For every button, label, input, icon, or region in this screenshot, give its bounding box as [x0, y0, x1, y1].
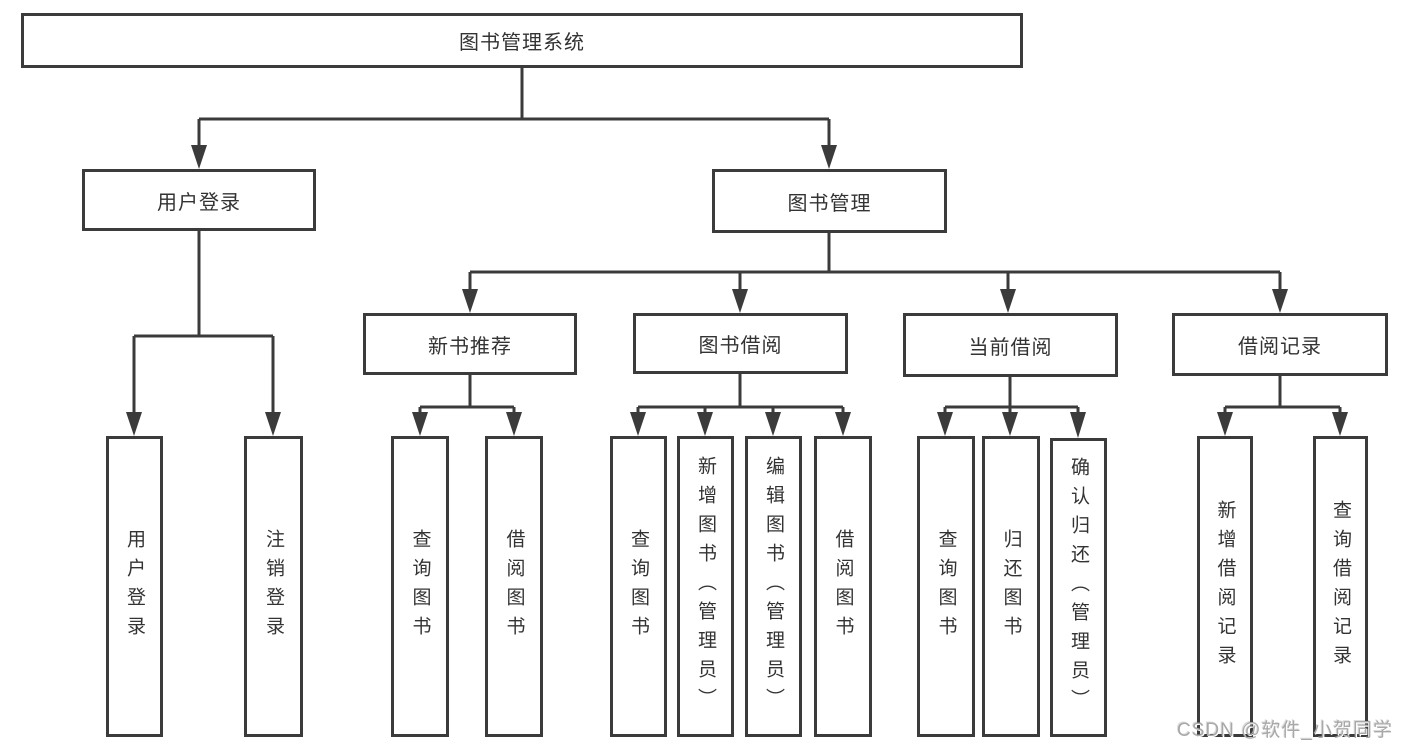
arrowhead	[1217, 412, 1233, 436]
arrowhead	[1332, 412, 1348, 436]
arrowhead	[732, 289, 748, 313]
arrowhead	[697, 412, 713, 436]
leaf-edit-books-admin: 编辑图书（管理员）	[745, 436, 802, 737]
node-user-login: 用户登录	[82, 169, 316, 231]
connector-borrow-children	[636, 374, 845, 414]
connector-newbook-children	[418, 375, 516, 414]
node-book-borrowing: 图书借阅	[633, 313, 848, 374]
arrowhead	[1272, 289, 1288, 313]
leaf-user-login: 用户登录	[106, 436, 163, 737]
node-borrow-records: 借阅记录	[1172, 313, 1388, 376]
arrowhead	[765, 412, 781, 436]
node-book-management: 图书管理	[712, 169, 947, 233]
arrowhead	[506, 412, 522, 436]
leaf-query-borrow-record: 查询借阅记录	[1313, 436, 1368, 737]
arrowhead	[412, 412, 428, 436]
leaf-query-books-3: 查询图书	[917, 436, 975, 737]
connector-records-children	[1223, 376, 1342, 414]
arrowhead	[630, 412, 646, 436]
leaf-add-borrow-record: 新增借阅记录	[1197, 436, 1253, 737]
arrowhead	[265, 412, 281, 436]
arrowhead	[126, 412, 142, 436]
node-root: 图书管理系统	[21, 13, 1023, 68]
connector-current-children	[943, 377, 1080, 414]
arrowhead	[1002, 412, 1018, 436]
leaf-return-books: 归还图书	[982, 436, 1040, 737]
leaf-query-books-2: 查询图书	[610, 436, 667, 737]
arrowhead	[937, 412, 953, 436]
connector-userlogin-children	[132, 231, 275, 414]
leaf-add-books-admin: 新增图书（管理员）	[677, 436, 734, 737]
node-new-book-recommend: 新书推荐	[363, 313, 577, 375]
leaf-query-books-1: 查询图书	[391, 436, 449, 737]
connector-bookmgmt-level3	[468, 233, 1282, 291]
arrowhead	[1070, 412, 1086, 438]
arrowhead	[462, 289, 478, 313]
arrowhead	[835, 412, 851, 436]
connector-root-to-level2	[197, 68, 831, 147]
csdn-watermark: CSDN @软件_小贺同学	[1177, 720, 1393, 741]
leaf-confirm-return-admin: 确认归还（管理员）	[1050, 438, 1107, 737]
arrowhead	[821, 145, 837, 169]
arrowhead	[1000, 289, 1016, 313]
leaf-borrow-books-1: 借阅图书	[485, 436, 543, 737]
node-current-borrowing: 当前借阅	[903, 313, 1118, 377]
leaf-logout: 注销登录	[244, 436, 303, 737]
leaf-borrow-books-2: 借阅图书	[814, 436, 872, 737]
arrowhead	[191, 145, 207, 169]
